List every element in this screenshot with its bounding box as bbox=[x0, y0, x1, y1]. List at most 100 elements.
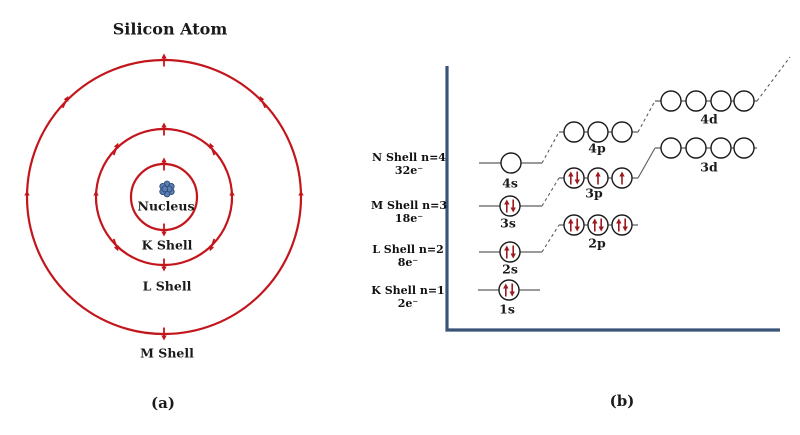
orbital-label-3d: 3d bbox=[700, 159, 718, 175]
electron-arrow bbox=[112, 238, 119, 252]
n-shell-line1: N Shell n=4 bbox=[372, 151, 446, 164]
orbital-3p bbox=[559, 167, 638, 189]
orbital-3s bbox=[479, 195, 542, 217]
electron-arrow bbox=[509, 283, 515, 297]
nucleus-icon bbox=[159, 180, 175, 198]
electron-arrow bbox=[510, 199, 516, 213]
orbital-label-3s: 3s bbox=[500, 215, 516, 231]
electron-arrow bbox=[161, 223, 167, 237]
orbital-slot-circle bbox=[587, 121, 609, 143]
electron-arrow bbox=[112, 142, 119, 156]
m-shell-line2: 18e⁻ bbox=[394, 212, 424, 225]
shell-orbit-circle bbox=[129, 162, 199, 232]
electron-arrow bbox=[503, 283, 509, 297]
electron-arrow bbox=[616, 218, 622, 232]
panel-b-caption: (b) bbox=[609, 392, 635, 410]
orbital-2s bbox=[479, 241, 542, 263]
energy-axis bbox=[445, 66, 780, 332]
k-shell-energy-label: K Shell n=1 2e⁻ bbox=[371, 284, 444, 310]
electron-arrow bbox=[574, 171, 580, 185]
electron-arrow bbox=[93, 190, 99, 204]
electron-arrow bbox=[298, 190, 304, 204]
orbital-slot-circle bbox=[563, 121, 585, 143]
electron-arrow bbox=[161, 122, 167, 136]
orbital-label-4d: 4d bbox=[700, 111, 718, 127]
orbital-1s bbox=[478, 279, 540, 301]
energy-level-diagram bbox=[445, 56, 791, 332]
orbital-slot-circle bbox=[587, 214, 609, 236]
orbital-slot-circle bbox=[710, 90, 732, 112]
m-shell-line1: M Shell n=3 bbox=[370, 199, 448, 212]
electron-arrow bbox=[568, 171, 574, 185]
orbital-slot-circle bbox=[498, 279, 520, 301]
orbital-slot-circle bbox=[611, 214, 633, 236]
l-shell-line2: 8e⁻ bbox=[397, 256, 419, 269]
orbital-label-3p: 3p bbox=[585, 185, 603, 201]
n-shell-line2: 32e⁻ bbox=[394, 164, 424, 177]
electron-arrow bbox=[161, 258, 167, 272]
orbital-slot-circle bbox=[499, 241, 521, 263]
l-shell-label: L Shell bbox=[142, 278, 192, 294]
orbital-slot-circle bbox=[611, 121, 633, 143]
bohr-model bbox=[24, 53, 304, 341]
electron-arrow bbox=[161, 157, 167, 171]
electron-arrow bbox=[161, 327, 167, 341]
orbital-label-2s: 2s bbox=[502, 261, 518, 277]
electron-arrow bbox=[259, 95, 267, 109]
n-shell-energy-label: N Shell n=4 32e⁻ bbox=[372, 151, 446, 177]
orbital-slot-circle bbox=[660, 90, 682, 112]
level-connector-line bbox=[637, 147, 656, 179]
l-shell-energy-label: L Shell n=2 8e⁻ bbox=[372, 243, 444, 269]
orbital-3d bbox=[655, 137, 757, 159]
orbital-4d bbox=[655, 90, 757, 112]
orbital-slot-circle bbox=[563, 214, 585, 236]
l-shell-line1: L Shell n=2 bbox=[372, 243, 444, 256]
electron-arrow bbox=[510, 245, 516, 259]
nucleus-label: Nucleus bbox=[137, 198, 195, 214]
level-connector-line bbox=[637, 100, 656, 133]
electron-arrow bbox=[568, 218, 574, 232]
electron-arrow bbox=[595, 171, 601, 185]
level-connector-line bbox=[756, 56, 791, 102]
electron-arrow bbox=[598, 218, 604, 232]
panel-a-title: Silicon Atom bbox=[112, 19, 228, 39]
electron-arrow bbox=[24, 190, 30, 204]
orbital-label-4p: 4p bbox=[588, 140, 606, 156]
panel-a-caption: (a) bbox=[151, 394, 175, 412]
electron-arrow bbox=[61, 95, 69, 109]
orbital-slot-circle bbox=[733, 137, 755, 159]
orbital-slot-circle bbox=[685, 137, 707, 159]
m-shell-energy-label: M Shell n=3 18e⁻ bbox=[371, 199, 447, 225]
orbital-slot-circle bbox=[563, 167, 585, 189]
orbital-slot-circle bbox=[733, 90, 755, 112]
m-shell-label: M Shell bbox=[140, 345, 194, 361]
orbital-label-4s: 4s bbox=[502, 175, 518, 191]
electron-arrow bbox=[592, 218, 598, 232]
level-connector-line bbox=[541, 131, 560, 164]
orbital-label-1s: 1s bbox=[499, 301, 515, 317]
electron-arrow bbox=[504, 199, 510, 213]
electron-arrow bbox=[574, 218, 580, 232]
orbital-4s bbox=[479, 152, 542, 174]
orbital-slot-circle bbox=[660, 137, 682, 159]
electron-arrow bbox=[161, 53, 167, 67]
electron-arrow bbox=[504, 245, 510, 259]
electron-arrow bbox=[619, 171, 625, 185]
orbital-slot-circle bbox=[685, 90, 707, 112]
k-shell-label: K Shell bbox=[141, 237, 193, 253]
orbital-4p bbox=[559, 121, 638, 143]
electron-arrow bbox=[622, 218, 628, 232]
level-connector-line bbox=[541, 224, 560, 253]
k-shell-line2: 2e⁻ bbox=[397, 297, 419, 310]
electron-arrow bbox=[229, 190, 235, 204]
orbital-slot-circle bbox=[499, 195, 521, 217]
orbital-slot-circle bbox=[500, 152, 522, 174]
electron-arrow bbox=[209, 238, 216, 252]
k-shell-line1: K Shell n=1 bbox=[371, 284, 445, 297]
electron-arrow bbox=[209, 142, 216, 156]
orbital-slot-circle bbox=[710, 137, 732, 159]
orbital-label-2p: 2p bbox=[588, 235, 606, 251]
orbital-2p bbox=[559, 214, 638, 236]
